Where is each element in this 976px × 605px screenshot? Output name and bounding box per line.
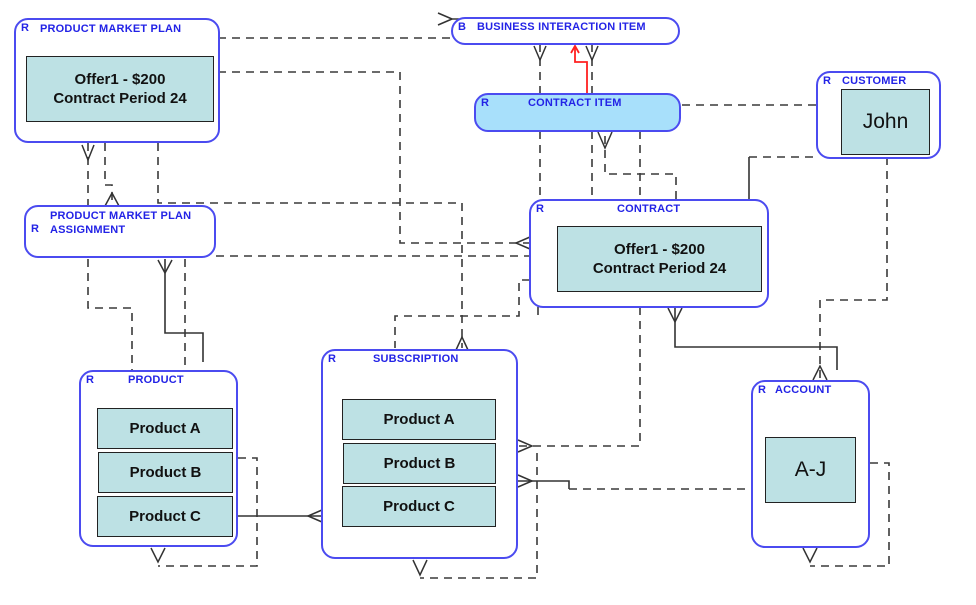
entity-title: BUSINESS INTERACTION ITEM bbox=[477, 21, 646, 33]
connector-subscription-self[interactable] bbox=[420, 453, 538, 579]
connector-pmp-subscription[interactable] bbox=[157, 143, 463, 348]
arrow-red bbox=[570, 44, 580, 54]
crow-foot-account-bottom bbox=[802, 547, 818, 564]
entity-product[interactable]: R PRODUCT Product A Product B Product C bbox=[79, 370, 238, 547]
entity-title-line2: ASSIGNMENT bbox=[50, 224, 126, 236]
entity-title: PRODUCT MARKET PLAN bbox=[40, 23, 182, 35]
connector-contract-item-bii-red[interactable] bbox=[574, 46, 588, 93]
entity-title-line1: PRODUCT MARKET PLAN bbox=[50, 210, 192, 222]
entity-title: CONTRACT ITEM bbox=[528, 97, 622, 109]
crow-foot-product-bottom bbox=[150, 547, 166, 564]
entity-account[interactable]: R ACCOUNT A-J bbox=[751, 380, 870, 548]
entity-type-code: R bbox=[31, 223, 39, 235]
connector-customer-account[interactable] bbox=[819, 157, 888, 380]
connector-pmp-bii[interactable] bbox=[218, 18, 477, 39]
entity-customer[interactable]: R CUSTOMER John bbox=[816, 71, 941, 159]
crow-foot-pmp-bottom bbox=[81, 144, 95, 163]
connector-assignment-product-dash-1[interactable] bbox=[87, 259, 133, 370]
crow-foot-subscription-right-2 bbox=[517, 474, 534, 488]
crow-foot-subscription-left bbox=[306, 509, 323, 523]
entity-type-code: R bbox=[481, 97, 489, 109]
value-offer[interactable]: Offer1 - $200 Contract Period 24 bbox=[557, 226, 762, 292]
crow-foot-subscription-top bbox=[455, 335, 469, 351]
value-product-a[interactable]: Product A bbox=[97, 408, 233, 449]
value-product-c[interactable]: Product C bbox=[97, 496, 233, 537]
crow-foot-bii-bottom-2 bbox=[585, 45, 599, 62]
entity-title: CUSTOMER bbox=[842, 75, 907, 87]
connector-pmp-assignment-2[interactable] bbox=[104, 143, 113, 206]
entity-business-interaction-item[interactable]: B BUSINESS INTERACTION ITEM bbox=[451, 17, 680, 45]
entity-title: CONTRACT bbox=[617, 203, 681, 215]
entity-product-market-plan-assignment[interactable]: PRODUCT MARKET PLAN R ASSIGNMENT bbox=[24, 205, 216, 258]
entity-type-code: B bbox=[458, 21, 466, 33]
crow-foot-account-top bbox=[812, 364, 828, 381]
entity-contract-item[interactable]: R CONTRACT ITEM bbox=[474, 93, 681, 132]
connector-contract-subscription-1[interactable] bbox=[394, 279, 530, 348]
value-product-b[interactable]: Product B bbox=[343, 443, 496, 484]
crow-foot-contract-item-bottom bbox=[597, 131, 613, 150]
connector-account-self[interactable] bbox=[810, 462, 890, 567]
crow-foot-contract-left bbox=[514, 236, 531, 250]
connector-contract-account[interactable] bbox=[674, 307, 838, 370]
entity-type-code: R bbox=[758, 384, 766, 396]
entity-product-market-plan[interactable]: R PRODUCT MARKET PLAN Offer1 - $200 Cont… bbox=[14, 18, 220, 143]
crow-foot-contract-bottom bbox=[667, 307, 683, 324]
entity-type-code: R bbox=[823, 75, 831, 87]
entity-title: PRODUCT bbox=[128, 374, 184, 386]
crow-foot-bii-bottom-1 bbox=[533, 45, 547, 62]
connector-subscription-account[interactable] bbox=[518, 480, 570, 489]
entity-type-code: R bbox=[328, 353, 336, 365]
crow-foot-assignment-bottom bbox=[157, 259, 173, 275]
value-account-range[interactable]: A-J bbox=[765, 437, 856, 503]
crow-foot-subscription-right-1 bbox=[517, 439, 534, 453]
value-product-c[interactable]: Product C bbox=[342, 486, 496, 527]
connector-pmp-contract[interactable] bbox=[218, 71, 530, 244]
crow-foot-subscription-bottom bbox=[412, 559, 428, 577]
entity-title: ACCOUNT bbox=[775, 384, 832, 396]
connector-contract-subscription-3[interactable] bbox=[518, 307, 641, 447]
connector-assignment-product-solid[interactable] bbox=[164, 259, 204, 362]
value-offer[interactable]: Offer1 - $200 Contract Period 24 bbox=[26, 56, 214, 122]
value-customer-name[interactable]: John bbox=[841, 89, 930, 155]
entity-type-code: R bbox=[536, 203, 544, 215]
entity-contract[interactable]: R CONTRACT Offer1 - $200 Contract Period… bbox=[529, 199, 769, 308]
entity-subscription[interactable]: R SUBSCRIPTION Product A Product B Produ… bbox=[321, 349, 518, 559]
crow-foot-assignment-top bbox=[104, 191, 120, 207]
entity-type-code: R bbox=[86, 374, 94, 386]
crow-foot-bii-left bbox=[437, 12, 453, 26]
value-product-b[interactable]: Product B bbox=[98, 452, 233, 493]
value-product-a[interactable]: Product A bbox=[342, 399, 496, 440]
connector-product-self[interactable] bbox=[158, 457, 258, 567]
entity-title: SUBSCRIPTION bbox=[373, 353, 459, 365]
entity-type-code: R bbox=[21, 22, 29, 34]
